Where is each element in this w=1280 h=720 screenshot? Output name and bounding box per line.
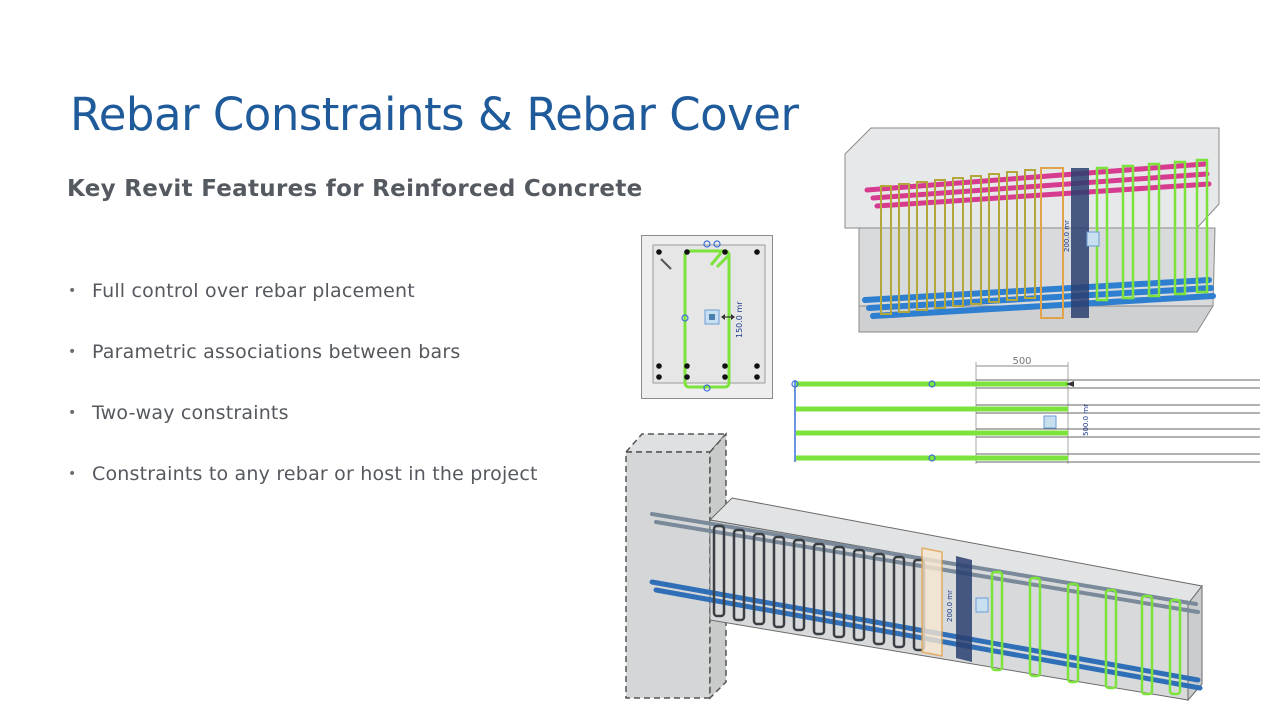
slide-title: Rebar Constraints & Rebar Cover	[70, 88, 799, 141]
bullet-list: • Full control over rebar placement • Para…	[66, 278, 538, 522]
bullet-icon: •	[68, 283, 77, 299]
bullet-item: • Constraints to any rebar or host in the…	[66, 461, 538, 522]
bullet-text: Two-way constraints	[92, 402, 289, 424]
bullet-text: Parametric associations between bars	[92, 341, 461, 363]
bullet-icon: •	[68, 405, 77, 421]
beam-top-dimension-label: 200.0 mr	[1063, 220, 1071, 252]
plan-dimension-side: 500.0 mr	[1082, 404, 1090, 436]
plan-dimension-top: 500	[1012, 356, 1031, 367]
plan-view-figure: 500 500.0 mr	[791, 356, 1260, 464]
bullet-item: • Two-way constraints	[66, 400, 538, 461]
bullet-item: • Parametric associations between bars	[66, 339, 538, 400]
bullet-text: Full control over rebar placement	[92, 280, 415, 302]
beam-bottom-figure: 200.0 mr	[624, 432, 1203, 702]
beam-bottom-dimension-label: 200.0 mr	[946, 590, 954, 622]
bullet-icon: •	[68, 466, 77, 482]
section-dimension-label: 150.0 mr	[735, 301, 744, 338]
bullet-text: Constraints to any rebar or host in the …	[92, 463, 538, 485]
slide-subtitle: Key Revit Features for Reinforced Concre…	[67, 176, 643, 202]
section-view-figure: 150.0 mr	[641, 235, 773, 399]
beam-top-figure: 200.0 mr	[844, 127, 1220, 333]
bullet-item: • Full control over rebar placement	[66, 278, 538, 339]
bullet-icon: •	[68, 344, 77, 360]
